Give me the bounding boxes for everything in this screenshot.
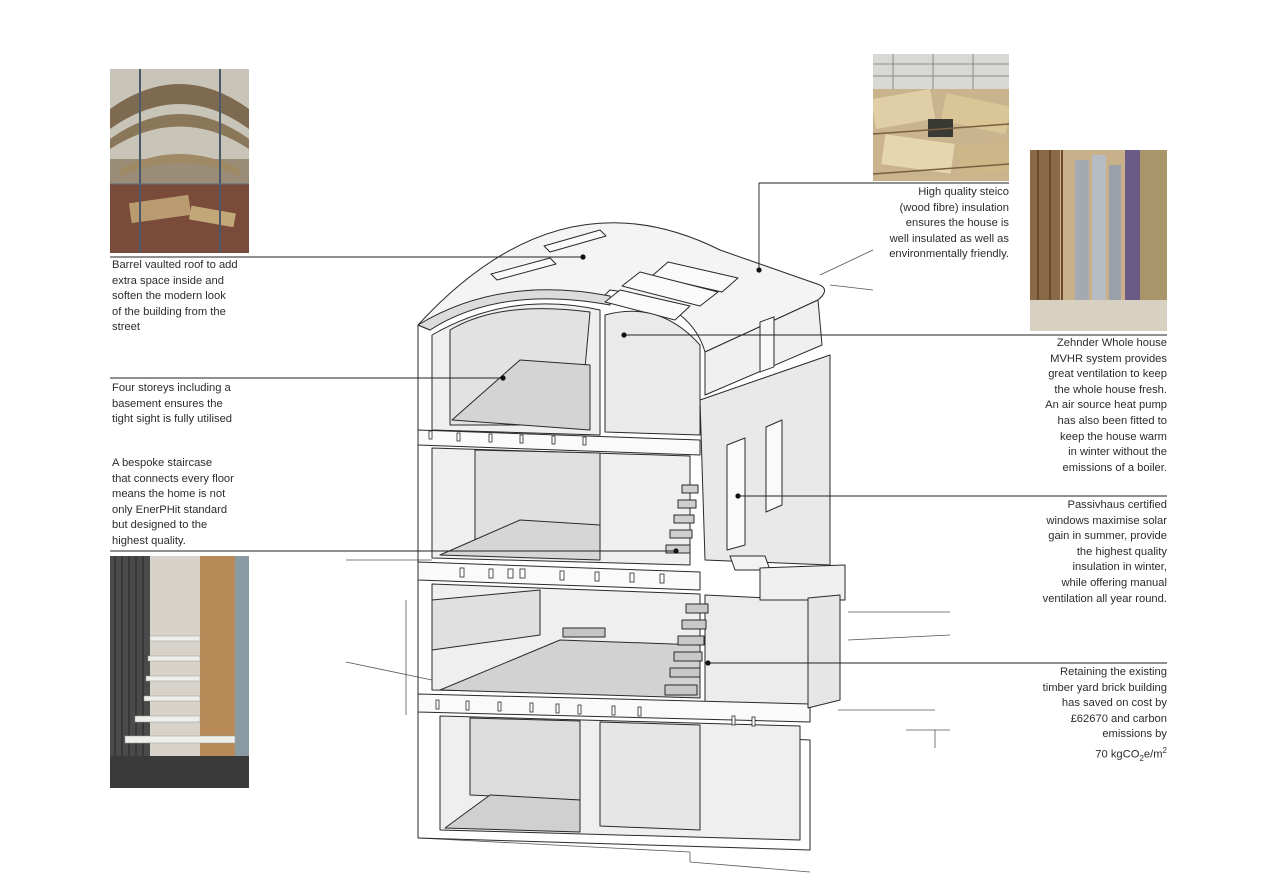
- caption-roof: Barrel vaulted roof to add extra space i…: [112, 258, 238, 336]
- caption-line: keep the house warm: [1060, 430, 1167, 443]
- caption-windows: Passivhaus certified windows maximise so…: [1043, 498, 1167, 607]
- caption-line: gain in summer, provide: [1048, 530, 1167, 543]
- caption-line: (wood fibre) insulation: [899, 201, 1009, 214]
- leader-dot-storeys: [500, 375, 506, 381]
- caption-line: has also been fitted to: [1057, 414, 1167, 427]
- barrel-roof-photo: [110, 69, 249, 253]
- caption-line: windows maximise solar: [1046, 514, 1167, 527]
- caption-line: that connects every floor: [112, 472, 234, 485]
- caption-line: the highest quality: [1076, 545, 1167, 558]
- caption-staircase: A bespoke staircase that connects every …: [112, 456, 234, 550]
- caption-line: means the home is not: [112, 488, 226, 501]
- caption-line: timber yard brick building: [1042, 681, 1167, 694]
- caption-line: street: [112, 321, 140, 334]
- caption-line: soften the modern look: [112, 290, 226, 303]
- caption-insulation: High quality steico (wood fibre) insulat…: [889, 185, 1009, 263]
- caption-line: well insulated as well as: [889, 232, 1009, 245]
- caption-line: £62670 and carbon: [1070, 712, 1167, 725]
- caption-line: Retaining the existing: [1060, 666, 1167, 678]
- leader-lines: [110, 182, 1167, 664]
- leader-insulation: [758, 182, 1009, 270]
- caption-line: Zehnder Whole house: [1056, 337, 1167, 349]
- caption-mvhr: Zehnder Whole house MVHR system provides…: [1045, 336, 1167, 476]
- caption-line: but designed to the: [112, 519, 208, 532]
- emission-number: 70 kgCO: [1095, 748, 1140, 761]
- caption-line: A bespoke staircase: [112, 457, 213, 469]
- caption-storeys: Four storeys including a basement ensure…: [112, 381, 232, 428]
- caption-line: ensures the house is: [905, 217, 1009, 230]
- caption-line: An air source heat pump: [1045, 399, 1167, 412]
- emission-superscript: 2: [1162, 745, 1167, 755]
- caption-line: emissions of a boiler.: [1062, 461, 1167, 474]
- caption-line: highest quality.: [112, 534, 186, 547]
- caption-line: emissions by: [1102, 728, 1167, 741]
- caption-line: tight sight is fully utilised: [112, 413, 233, 426]
- leader-dots: [500, 254, 762, 666]
- caption-line: extra space inside and: [112, 274, 224, 287]
- caption-line: Passivhaus certified: [1067, 499, 1168, 511]
- staircase-photo: [110, 556, 249, 788]
- leader-dot-windows: [735, 493, 741, 499]
- caption-line: environmentally friendly.: [889, 248, 1009, 261]
- caption-line: the whole house fresh.: [1054, 383, 1167, 396]
- caption-line: basement ensures the: [112, 397, 223, 410]
- caption-line: High quality steico: [918, 186, 1009, 198]
- caption-line: only EnerPHit standard: [112, 503, 228, 516]
- leader-dot-insulation: [756, 267, 762, 273]
- caption-line: great ventilation to keep: [1048, 368, 1167, 381]
- leader-dot-mvhr: [621, 332, 627, 338]
- building-section: [417, 222, 846, 851]
- caption-emissions-value: 70 kgCO2e/m2: [1043, 743, 1167, 767]
- context-lines: [345, 249, 951, 873]
- caption-line: has saved on cost by: [1061, 697, 1167, 710]
- caption-line: in winter without the: [1068, 446, 1167, 459]
- caption-line: Barrel vaulted roof to add: [112, 259, 238, 271]
- insulation-photo: [873, 54, 1009, 181]
- leader-dot-roof: [580, 254, 586, 260]
- emission-unit: e/m: [1143, 748, 1163, 761]
- caption-line: of the building from the: [112, 305, 226, 318]
- caption-line: Four storeys including a: [112, 382, 231, 394]
- mvhr-photo: [1030, 150, 1167, 331]
- slab-voids: [428, 430, 756, 727]
- caption-line: insulation in winter,: [1072, 561, 1167, 574]
- caption-retaining: Retaining the existing timber yard brick…: [1043, 665, 1167, 767]
- caption-line: while offering manual: [1061, 576, 1167, 589]
- emission-subscript: 2: [1139, 753, 1144, 763]
- leader-dot-retaining: [705, 660, 711, 666]
- leader-dot-staircase: [673, 548, 679, 554]
- caption-line: MVHR system provides: [1050, 352, 1167, 365]
- caption-line: ventilation all year round.: [1042, 592, 1167, 605]
